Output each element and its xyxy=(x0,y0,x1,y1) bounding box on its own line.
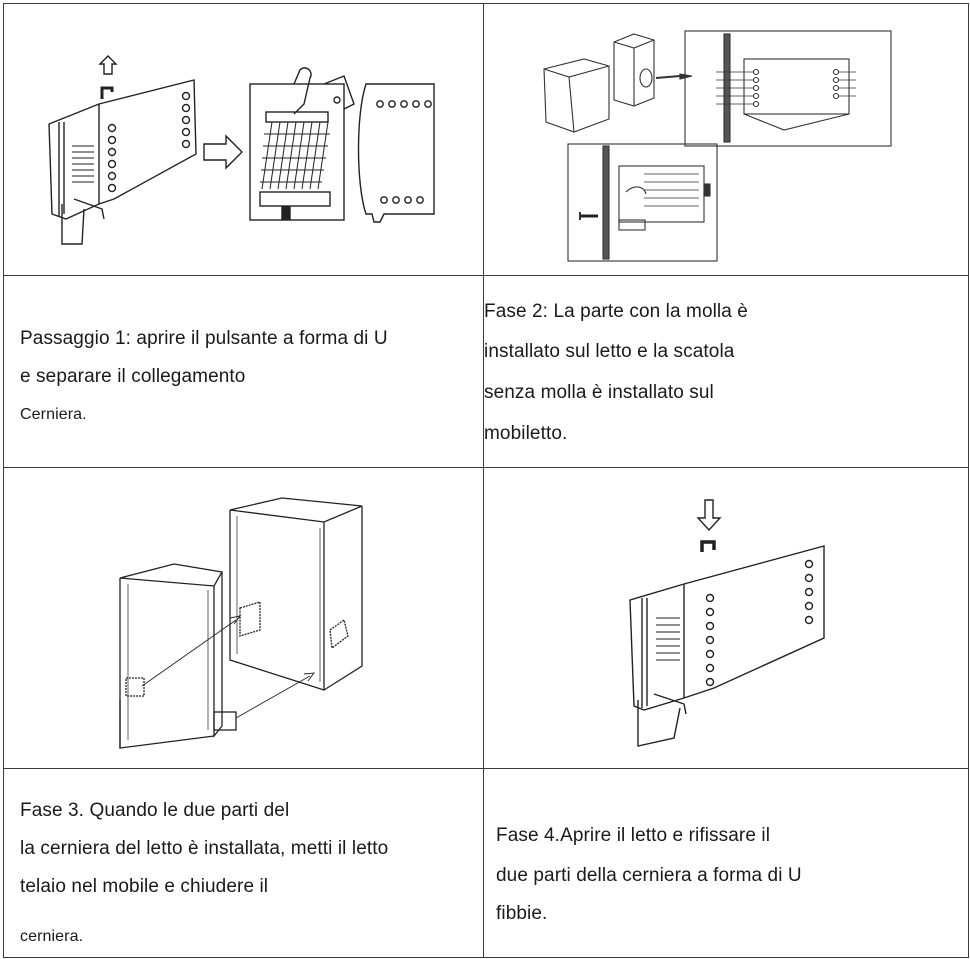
step-3-line-2: la cerniera del letto è installata, mett… xyxy=(20,838,389,859)
step-3-line-1: Fase 3. Quando le due parti del xyxy=(20,800,290,821)
instruction-table: Passaggio 1: aprire il pulsante a forma … xyxy=(3,3,969,958)
step-3-illustration xyxy=(4,468,482,767)
step-4-line-1: Fase 4.Aprire il letto e rifissare il xyxy=(496,825,771,846)
step-4-illustration xyxy=(484,468,967,767)
step-3-line-3: telaio nel mobile e chiudere il xyxy=(20,876,269,897)
step-1-line-3: Cerniera. xyxy=(20,406,87,423)
right-arrow-icon xyxy=(203,134,243,170)
step-2-text: Fase 2: La parte con la molla è installa… xyxy=(484,276,967,466)
step-2-line-3: senza molla è installato sul xyxy=(484,382,714,403)
step-1-illustration xyxy=(4,4,482,274)
step-4-line-3: fibbie. xyxy=(496,903,548,924)
step-2-line-4: mobiletto. xyxy=(484,423,568,444)
step-1-line-1: Passaggio 1: aprire il pulsante a forma … xyxy=(20,328,388,349)
down-arrow-icon xyxy=(696,499,722,532)
step-1-line-2: e separare il collegamento xyxy=(20,366,246,387)
step-3-text: Fase 3. Quando le due parti del la cerni… xyxy=(4,769,482,956)
step-2-illustration xyxy=(484,4,967,274)
step-4-line-2: due parti della cerniera a forma di U xyxy=(496,865,802,886)
step-2-line-2: installato sul letto e la scatola xyxy=(484,341,735,362)
up-arrow-icon xyxy=(98,55,118,75)
step-4-text: Fase 4.Aprire il letto e rifissare il du… xyxy=(484,769,967,956)
step-3-line-4: cerniera. xyxy=(20,928,84,945)
step-1-text: Passaggio 1: aprire il pulsante a forma … xyxy=(4,276,482,466)
step-2-line-1: Fase 2: La parte con la molla è xyxy=(484,301,748,322)
